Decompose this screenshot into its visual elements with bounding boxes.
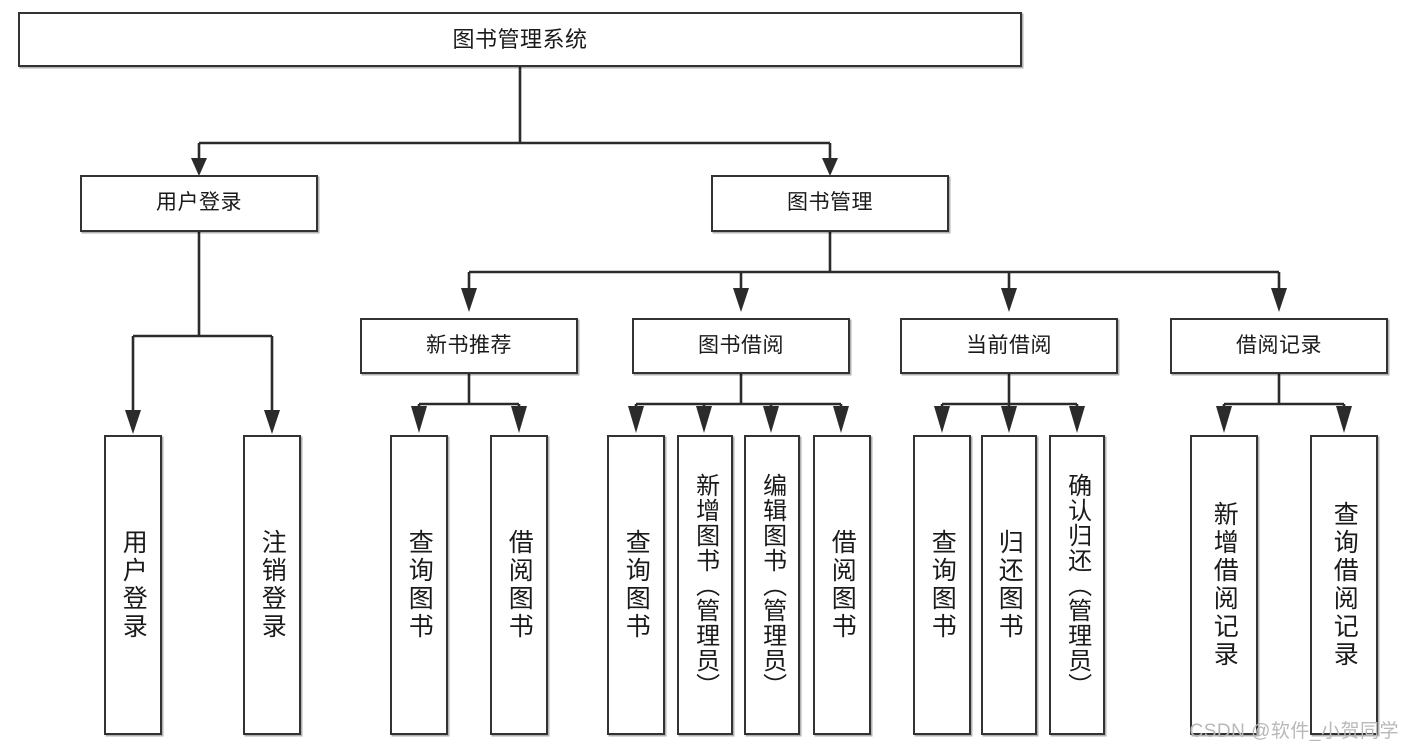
node-label: 查询图书 <box>928 529 957 641</box>
leaf-borrow-book[interactable]: 借阅图书 <box>813 435 871 735</box>
leaf-user-login[interactable]: 用户登录 <box>104 435 162 735</box>
node-borrow-record[interactable]: 借阅记录 <box>1170 318 1388 374</box>
node-new-book-recommend[interactable]: 新书推荐 <box>360 318 578 374</box>
node-label: 当前借阅 <box>966 333 1052 357</box>
leaf-edit-book[interactable]: 编辑图书（管理员） <box>744 435 800 735</box>
leaf-return-book[interactable]: 归还图书 <box>981 435 1037 735</box>
node-label: 借阅图书 <box>505 529 534 641</box>
node-root-system[interactable]: 图书管理系统 <box>18 12 1022 67</box>
node-label: 用户登录 <box>119 529 148 641</box>
watermark: CSDN @软件_小贺同学 <box>1189 721 1399 742</box>
leaf-confirm-return[interactable]: 确认归还（管理员） <box>1049 435 1105 735</box>
node-book-manage[interactable]: 图书管理 <box>711 175 949 232</box>
leaf-query-borrow-record[interactable]: 查询借阅记录 <box>1310 435 1378 735</box>
node-label: 编辑图书（管理员） <box>758 472 786 698</box>
node-label: 新增借阅记录 <box>1210 501 1239 669</box>
leaf-add-book[interactable]: 新增图书（管理员） <box>677 435 733 735</box>
node-label: 归还图书 <box>995 529 1024 641</box>
node-label: 用户登录 <box>156 191 242 215</box>
leaf-user-logout[interactable]: 注销登录 <box>243 435 301 735</box>
node-label: 借阅记录 <box>1236 333 1322 357</box>
node-label: 图书管理系统 <box>452 26 588 52</box>
node-current-borrow[interactable]: 当前借阅 <box>900 318 1118 374</box>
leaf-query-book-current[interactable]: 查询图书 <box>913 435 971 735</box>
node-user-login[interactable]: 用户登录 <box>80 175 318 232</box>
node-label: 查询借阅记录 <box>1330 501 1359 669</box>
node-label: 新增图书（管理员） <box>691 472 719 698</box>
node-label: 注销登录 <box>258 529 287 641</box>
leaf-query-book-recommend[interactable]: 查询图书 <box>390 435 448 735</box>
node-label: 确认归还（管理员） <box>1063 472 1091 698</box>
node-label: 查询图书 <box>405 529 434 641</box>
node-label: 借阅图书 <box>828 529 857 641</box>
node-label: 图书借阅 <box>698 333 784 357</box>
leaf-query-book-borrow[interactable]: 查询图书 <box>607 435 665 735</box>
node-label: 查询图书 <box>622 529 651 641</box>
node-book-borrow[interactable]: 图书借阅 <box>632 318 850 374</box>
node-label: 新书推荐 <box>426 333 512 357</box>
leaf-add-borrow-record[interactable]: 新增借阅记录 <box>1190 435 1258 735</box>
leaf-borrow-book-recommend[interactable]: 借阅图书 <box>490 435 548 735</box>
node-label: 图书管理 <box>787 191 873 215</box>
